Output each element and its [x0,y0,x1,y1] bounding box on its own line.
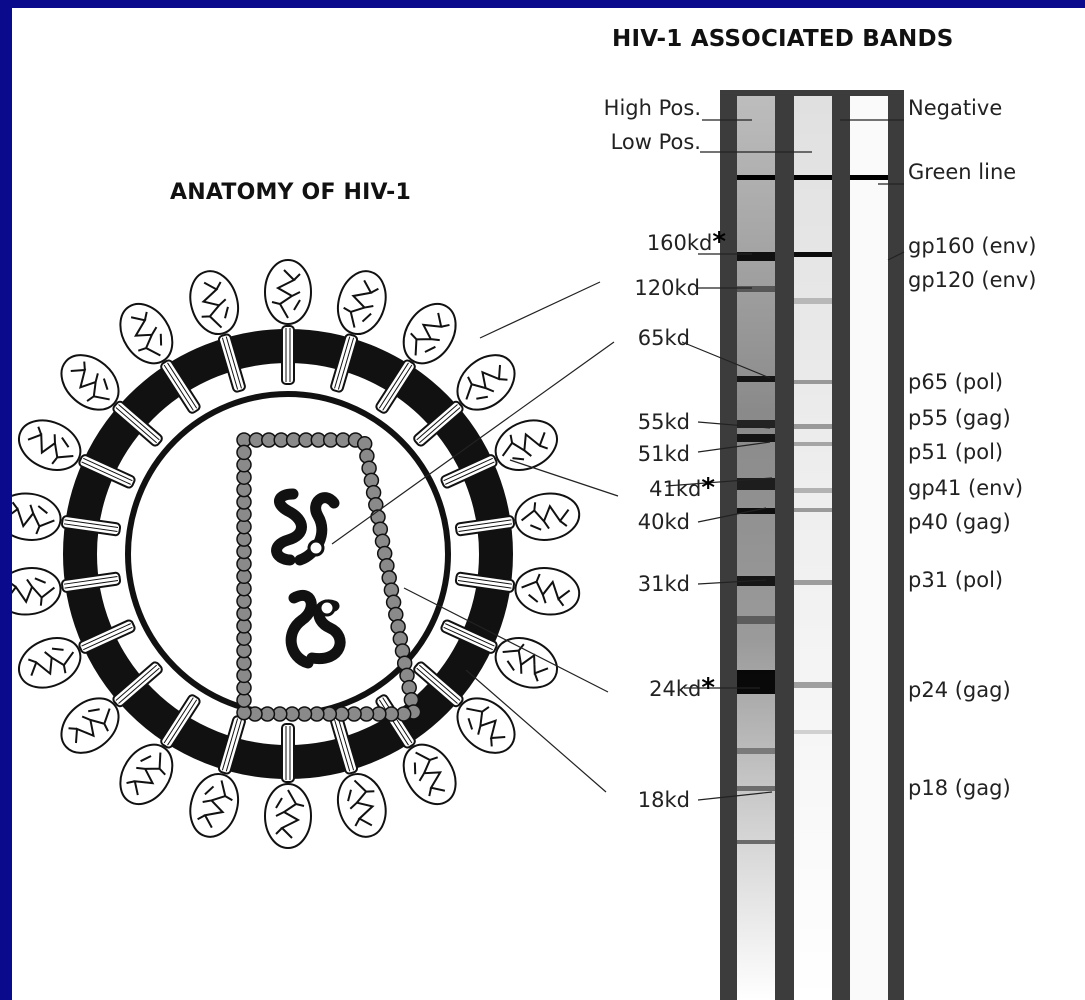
label-51kd: 51kd [638,442,690,466]
label-18kd: 18kd [638,788,690,812]
label-p31: p31 (pol) [908,568,1003,592]
label-120kd: 120kd [634,276,700,300]
diagram-graphics [12,8,1085,1000]
label-31kd: 31kd [638,572,690,596]
label-p24: p24 (gag) [908,678,1011,702]
rna-strand-upper [277,494,302,560]
label-negative: Negative [908,96,1002,120]
figure-panel: HIV-1 ASSOCIATED BANDS ANATOMY OF HIV-1 [12,8,1085,1000]
label-40kd: 40kd [638,510,690,534]
label-41kd: 41kd* [649,476,715,501]
spike [265,724,311,848]
band [737,670,775,694]
asterisk-marker: * [712,227,726,257]
reverse-transcriptase-b [320,601,334,615]
band [737,252,775,261]
label-p55: p55 (gag) [908,406,1011,430]
capsid-bead [237,445,251,459]
band [794,580,832,585]
label-p18: p18 (gag) [908,776,1011,800]
label-p40: p40 (gag) [908,510,1011,534]
band [794,508,832,512]
label-gp160: gp160 (env) [908,234,1036,258]
band [794,424,832,429]
rna-strand-lower [291,595,311,663]
band [794,488,832,493]
band [850,175,888,180]
viral-envelope [80,346,496,762]
label-p65: p65 (pol) [908,370,1003,394]
label-55kd: 55kd [638,410,690,434]
band [794,730,832,734]
lane-high-positive [737,96,775,1000]
spike [265,260,311,384]
label-gp120: gp120 (env) [908,268,1036,292]
label-65kd: 65kd [638,326,690,350]
label-green-line: Green line [908,160,1016,184]
band [794,682,832,688]
virus-particle [12,260,582,848]
reverse-transcriptase-a [309,541,323,555]
western-blot-strip [720,90,904,1000]
label-gp41: gp41 (env) [908,476,1023,500]
band [794,175,832,180]
band [737,175,775,180]
band [737,786,775,791]
label-high-pos: High Pos. [604,96,701,120]
band [794,298,832,304]
band [737,376,775,382]
band [737,616,775,624]
band [737,434,775,442]
asterisk-marker: * [701,673,715,703]
lane-negative [850,96,888,1000]
label-p51: p51 (pol) [908,440,1003,464]
band [737,840,775,844]
band [794,252,832,257]
band [794,380,832,384]
asterisk-marker: * [701,473,715,503]
band [737,748,775,754]
label-24kd: 24kd* [649,676,715,701]
lane-low-positive [794,96,832,1000]
band [794,442,832,446]
label-160kd: 160kd* [647,230,726,255]
band [737,286,775,292]
label-low-pos: Low Pos. [611,130,701,154]
